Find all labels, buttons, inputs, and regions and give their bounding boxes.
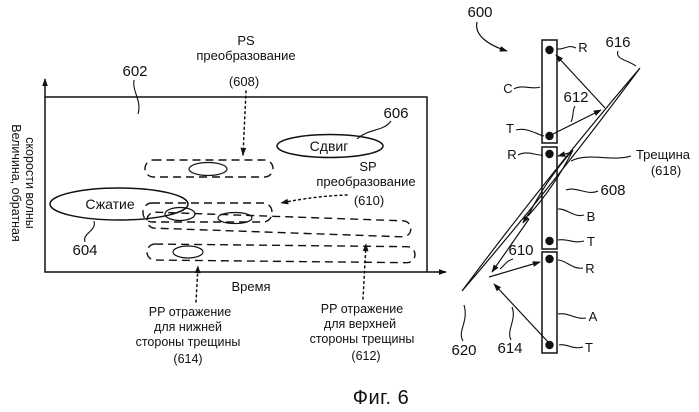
fracture-ref: (618): [651, 163, 681, 178]
sp-pointer-arrow: [280, 194, 348, 205]
time-chart: 602 PS преобразование (608) 606 Сдвиг SP…: [9, 33, 447, 366]
transmitter-label-c: T: [506, 121, 514, 136]
leader-610: [499, 258, 514, 270]
leader-segment-a: [557, 313, 587, 319]
ps-label-ref: (608): [229, 74, 259, 89]
leader-608: [565, 188, 599, 193]
ref-600: 600: [467, 4, 492, 21]
y-axis-label-line2: скорости волны: [23, 137, 37, 229]
pp-upper-line2: для верхней: [324, 317, 396, 331]
leader-receiver-a: [557, 259, 584, 269]
pp-upper-ref: (612): [351, 349, 380, 363]
event-blob: [188, 161, 228, 177]
pp-upper-event-region: [146, 211, 412, 238]
receiver-dot-a: [545, 254, 554, 264]
ref-606: 606: [383, 105, 408, 122]
fracture-shape: [461, 67, 641, 292]
compression-label: Сжатие: [85, 196, 134, 212]
ps-label-line2: преобразование: [196, 48, 295, 63]
leader-transmitter-b: [557, 239, 585, 243]
leader-606: [356, 120, 392, 140]
leader-segment-b: [557, 208, 585, 217]
pp-lower-line1: PP отражение: [149, 305, 231, 319]
shear-ellipse: [276, 133, 384, 159]
leader-receiver-c: [556, 46, 577, 50]
tool-segment-b: [541, 146, 558, 250]
pp-upper-pointer-arrow: [362, 243, 369, 300]
pp-upper-line3: стороны трещины: [310, 332, 415, 346]
well-diagram: 600 R 616 C 612 T R Трещина (618) 608 B …: [451, 4, 690, 359]
pp-upper-line1: PP отражение: [321, 302, 403, 316]
fracture-label: Трещина: [636, 147, 691, 162]
receiver-dot-b: [545, 149, 554, 159]
ray-tip-to-ra: [488, 261, 541, 278]
leader-transmitter-a: [558, 344, 584, 349]
chart-box: [44, 96, 428, 273]
figure-caption: Фиг. 6: [353, 387, 409, 409]
ref-602: 602: [122, 63, 147, 80]
sp-label-line1: SP: [359, 159, 376, 174]
transmitter-dot-b: [545, 236, 554, 246]
ps-label-line1: PS: [237, 33, 255, 48]
shear-label: Сдвиг: [310, 138, 349, 154]
pp-lower-ref: (614): [173, 352, 202, 366]
receiver-label-b: R: [507, 147, 516, 162]
ref-608-diagram: 608: [600, 182, 625, 199]
ray-tc-to-fracture: [550, 109, 602, 136]
leader-620: [460, 304, 466, 342]
tool-segment-c: [541, 39, 558, 144]
event-blob: [164, 206, 196, 222]
segment-label-a: A: [589, 309, 598, 324]
sp-event-region: [142, 202, 273, 223]
transmitter-dot-a: [545, 340, 554, 350]
sp-label-line2: преобразование: [316, 174, 415, 189]
y-axis-label-line1: Величина, обратная: [9, 124, 23, 242]
pp-lower-event-region: [146, 243, 416, 264]
leader-612: [570, 105, 576, 123]
ref-610-diagram: 610: [508, 242, 533, 259]
leader-614: [509, 306, 514, 341]
ps-wave-wedge: [527, 149, 574, 217]
ref-604: 604: [72, 242, 97, 259]
transmitter-label-a: T: [585, 340, 593, 355]
leader-616: [617, 50, 637, 67]
ps-event-region: [144, 159, 274, 178]
leader-transmitter-c: [515, 128, 545, 137]
receiver-label-c: R: [578, 40, 587, 55]
transmitter-label-b: T: [587, 234, 595, 249]
leader-receiver-b: [517, 152, 544, 156]
receiver-dot-c: [545, 45, 554, 55]
leader-600-arrow: [476, 21, 508, 52]
ray-fracture-to-rc: [555, 54, 606, 109]
event-blob: [172, 245, 204, 259]
ref-614-diagram: 614: [497, 340, 522, 357]
event-blob: [217, 211, 253, 225]
ray-ta-to-tip: [493, 283, 550, 344]
ps-pointer-arrow: [240, 90, 247, 156]
wedge-tip-arrow: [522, 212, 530, 224]
segment-label-c: C: [503, 81, 512, 96]
receiver-label-a: R: [585, 261, 594, 276]
tool-segment-a: [541, 251, 558, 354]
sp-label-ref: (610): [354, 193, 384, 208]
leader-fracture: [570, 155, 632, 162]
ref-620: 620: [451, 342, 476, 359]
leader-604: [84, 220, 95, 243]
pp-lower-line2: для нижней: [154, 320, 222, 334]
transmitter-dot-c: [545, 131, 554, 141]
leader-602: [133, 79, 140, 115]
pp-lower-pointer-arrow: [194, 265, 201, 303]
ray-to-lower-tip: [491, 218, 530, 273]
ref-612-diagram: 612: [563, 89, 588, 106]
ray-into-rb: [557, 151, 570, 157]
x-axis-label: Время: [231, 279, 270, 294]
ref-616: 616: [605, 34, 630, 51]
leader-segment-c: [513, 86, 541, 90]
pp-lower-line3: стороны трещины: [136, 335, 241, 349]
segment-label-b: B: [587, 209, 596, 224]
compression-ellipse: [49, 187, 189, 221]
